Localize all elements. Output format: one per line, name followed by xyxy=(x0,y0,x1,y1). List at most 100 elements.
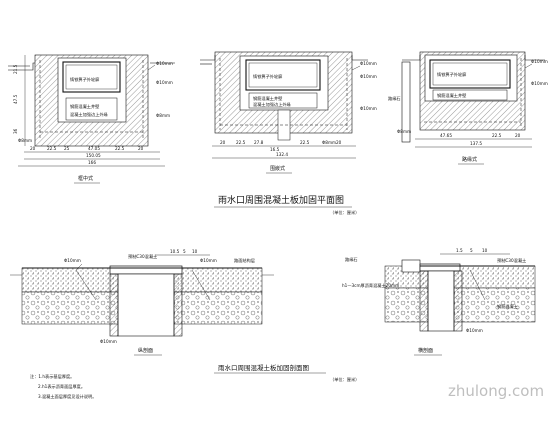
slab-label: 预制C30混凝土 xyxy=(128,253,157,260)
grate-label: 铸铁箅子外轮廓 xyxy=(253,73,282,80)
leader-line xyxy=(147,64,156,71)
plan-right: 路缘石 铸铁箅子外轮廓 钢筋混凝土井壁 Φ10mm Φ10mm Φ8mm 47.… xyxy=(388,51,548,165)
dim-seg: 25 xyxy=(64,146,70,151)
rebar-label-a: Φ10mm xyxy=(64,258,81,263)
well-wall xyxy=(432,89,508,101)
note-line-1: 注：1.h表示基层厚度。 xyxy=(30,373,74,380)
dim-top: 10 xyxy=(192,249,198,254)
road-edge-line xyxy=(402,55,421,61)
dim-total: 137.5 xyxy=(470,141,482,146)
well-wall-label: 钢筋混凝土井壁 xyxy=(70,103,99,110)
grate-frame xyxy=(429,59,511,89)
edge-label: 混凝土加强边上外缘 xyxy=(253,101,292,108)
dim-seg: 27.8 xyxy=(254,140,264,145)
dim-b: 47.5 xyxy=(13,94,18,104)
dim-total-mid: 150.05 xyxy=(86,153,101,158)
rebar-bent xyxy=(75,269,97,301)
plan-left: 铸铁箅子外轮廓 钢筋混凝土井壁 混凝土加强边上外缘 Φ10mm Φ10mm Φ8… xyxy=(8,54,175,184)
pit-wall xyxy=(109,273,119,337)
bottom-label: Φ10mm xyxy=(100,339,117,344)
section-left-caption: 纵剖面 xyxy=(138,347,153,354)
plan-middle: 铸铁箅子外轮廓 钢筋混凝土井壁 混凝土加强边上外缘 Φ10mm Φ10mm Φ1… xyxy=(200,51,377,174)
pit-wall xyxy=(453,270,463,332)
plan-left-caption: 框中式 xyxy=(78,175,93,182)
plan-right-caption: 路缘式 xyxy=(462,156,477,163)
dim-top: 5 xyxy=(470,248,473,253)
grate-frame xyxy=(245,59,321,91)
curb-label: 路缘石 xyxy=(388,95,401,102)
road-edge-line xyxy=(8,62,35,71)
grate-label: 铸铁箅子外轮廓 xyxy=(70,76,99,83)
rebar-label-b: Φ10mm xyxy=(531,81,548,86)
pipe-stub xyxy=(277,109,291,141)
concrete-label: 钢筋混凝土 xyxy=(497,303,518,310)
section-title: 雨水口周围混凝土板加固剖面图 xyxy=(218,363,309,372)
note-line-3: 3.混凝土面层厚度见设计说明。 xyxy=(38,393,96,400)
rebar-label-c: Φ8mm xyxy=(156,113,170,118)
rebar-label-a: Φ10mm xyxy=(360,61,377,66)
grate-inner xyxy=(432,62,508,86)
section-right: 路缘石 1.5 5 10 预制C30混凝土 h1—3cm厚沥青混凝土20mm 钢… xyxy=(342,248,536,356)
plan-middle-caption: 围嵌式 xyxy=(270,165,285,172)
plan-title: 雨水口周围混凝土板加固平面图 xyxy=(218,194,344,206)
dim-mid: 16.5 xyxy=(270,147,280,152)
dim-seg: 47.65 xyxy=(440,133,452,138)
slab-label: 预制C30混凝土 xyxy=(497,257,526,264)
rebar-label-a: Φ10mm xyxy=(156,61,173,66)
rebar-label-d: Φ8mm xyxy=(322,140,336,145)
grate-inner xyxy=(65,64,118,90)
dim-seg: 22.5 xyxy=(236,140,246,145)
dim-top: 10 xyxy=(482,248,488,253)
well-wall-label: 钢筋混凝土井壁 xyxy=(253,95,282,102)
note-line-2: 2.h1表示沥青面层厚度。 xyxy=(38,383,85,390)
plan-unit: （单位：厘米） xyxy=(330,209,359,216)
leader-line xyxy=(524,63,533,69)
well-wall xyxy=(248,92,318,109)
section-left: Φ10mm Φ10mm 10.5 5 10 预制C30混凝土 路面结构层 Φ10… xyxy=(10,249,274,356)
dim-seg: 20 xyxy=(138,146,144,151)
dim-seg: 22.5 xyxy=(115,146,125,151)
pit-wall xyxy=(173,273,183,337)
rebar-label-b: Φ10mm xyxy=(360,74,377,79)
well-wall xyxy=(65,97,118,121)
dim-seg: 20 xyxy=(220,140,226,145)
dim-seg: 22.5 xyxy=(47,146,57,151)
grate-slab xyxy=(419,263,461,272)
leader-line xyxy=(351,65,361,71)
dim-seg: 20 xyxy=(515,133,521,138)
dim-total: 166 xyxy=(88,160,96,165)
bottom-label: Φ10mm xyxy=(466,328,483,333)
dim-top: 1.5 xyxy=(456,248,463,253)
rebar-bent xyxy=(469,269,486,301)
dim-c: 36 xyxy=(13,128,18,134)
curb xyxy=(401,61,411,143)
pavement-label: 路面结构层 xyxy=(234,257,255,264)
grate-frame xyxy=(62,61,121,93)
dim-seg: 20 xyxy=(30,146,36,151)
dim-seg: 47.05 xyxy=(88,146,100,151)
grate-inner xyxy=(248,62,318,88)
rebar-label-b: Φ10mm xyxy=(200,258,217,263)
rebar-label-b: Φ10mm xyxy=(156,80,173,85)
rebar-label-c: Φ8mm xyxy=(397,129,411,134)
dim-top: 5 xyxy=(183,249,186,254)
inlet-pit xyxy=(427,270,455,332)
dim-a: 21.5 xyxy=(13,64,18,74)
section-right-caption: 横剖面 xyxy=(418,347,433,354)
road-edge-line xyxy=(200,55,216,61)
dim-seg: 22.5 xyxy=(492,133,502,138)
leader-line xyxy=(75,263,83,271)
grate-slab xyxy=(109,265,183,275)
rebar-label-a: Φ10mm xyxy=(531,59,548,64)
section-unit: （单位：厘米） xyxy=(330,376,359,383)
curb xyxy=(401,259,421,273)
dim-seg: 20 xyxy=(336,140,342,145)
dim-top: 10.5 xyxy=(170,249,180,254)
inlet-pit xyxy=(117,273,175,337)
curb-label: 路缘石 xyxy=(345,256,358,263)
dim-total: 132.4 xyxy=(276,152,288,157)
rebar-bent xyxy=(191,269,211,301)
edge-label: 混凝土加强边上外缘 xyxy=(70,111,109,118)
